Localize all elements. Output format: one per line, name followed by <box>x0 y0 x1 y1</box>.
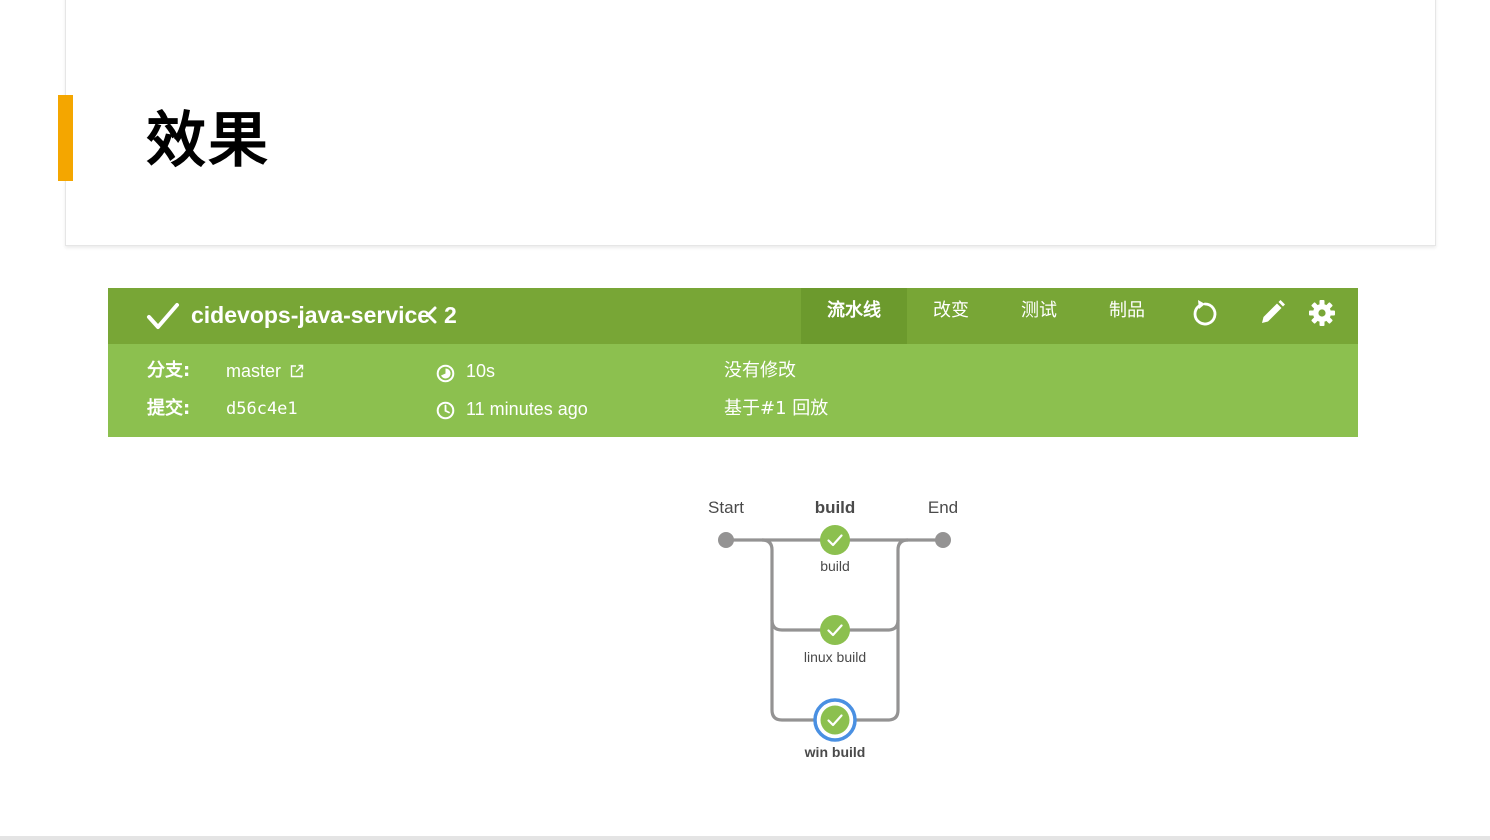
run-top-bar: cidevops-java-service 2 流水线 改变 测试 制品 <box>108 288 1358 344</box>
external-link-icon[interactable] <box>289 363 305 379</box>
changes-summary: 没有修改 <box>724 360 796 381</box>
start-node <box>718 532 734 548</box>
tab-artifacts[interactable]: 制品 <box>1109 300 1145 321</box>
run-start-time: 11 minutes ago <box>466 399 588 419</box>
branch-name[interactable]: master <box>226 361 282 381</box>
slide-header-card <box>65 0 1436 246</box>
run-number-value: 2 <box>444 302 457 328</box>
slide-bottom-border <box>0 836 1490 840</box>
clock-icon <box>436 401 455 420</box>
duration-icon <box>436 364 455 383</box>
replay-icon[interactable] <box>1190 298 1220 328</box>
start-label: Start <box>708 498 744 517</box>
run-duration: 10s <box>466 361 496 381</box>
branch-value: master <box>226 359 305 383</box>
pipeline-graph: Start build End build linux build win bu… <box>708 498 958 760</box>
stage-node-linux-build[interactable] <box>820 615 850 645</box>
run-cause: 基于#1 回放 <box>724 398 829 419</box>
pipeline-name[interactable]: cidevops-java-service <box>191 302 431 328</box>
gear-icon[interactable] <box>1307 298 1337 328</box>
stage-node-win-build[interactable] <box>813 698 857 742</box>
end-label: End <box>928 498 958 517</box>
end-node <box>935 532 951 548</box>
run-details-header: cidevops-java-service 2 流水线 改变 测试 制品 <box>108 288 1358 437</box>
commit-value[interactable]: d56c4e1 <box>226 399 298 419</box>
tab-pipeline[interactable]: 流水线 <box>801 288 907 344</box>
commit-label: 提交: <box>147 398 191 419</box>
title-accent-bar <box>58 95 73 181</box>
success-check-icon <box>147 303 179 329</box>
pencil-icon[interactable] <box>1257 298 1287 328</box>
branch-label-win-build[interactable]: win build <box>804 744 866 760</box>
run-number: 2 <box>424 297 457 333</box>
tab-changes[interactable]: 改变 <box>933 300 969 321</box>
stage-label: build <box>815 498 856 517</box>
branch-label-linux-build[interactable]: linux build <box>804 649 866 665</box>
slide-title: 效果 <box>146 106 270 176</box>
stage-node-build[interactable] <box>820 525 850 555</box>
branch-label: 分支: <box>147 360 191 381</box>
branch-label-build[interactable]: build <box>820 558 850 574</box>
tab-tests[interactable]: 测试 <box>1021 300 1057 321</box>
chevron-left-icon <box>426 306 437 324</box>
